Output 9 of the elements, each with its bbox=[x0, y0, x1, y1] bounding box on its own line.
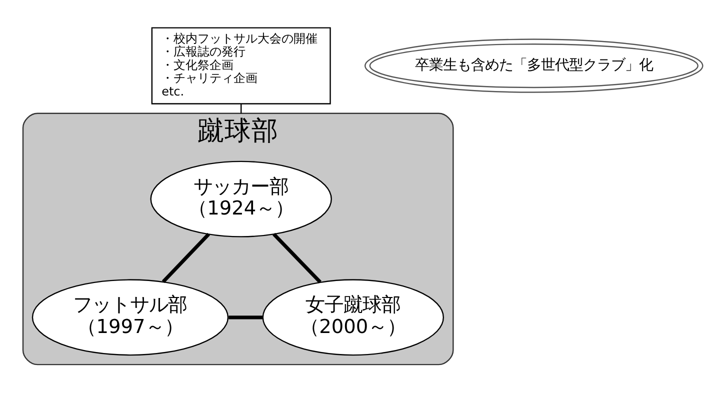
connector bbox=[240, 103, 242, 113]
node-ellipse: 女子蹴球部 （2000～） bbox=[262, 278, 444, 356]
node-ellipse: サッカー部 （1924～） bbox=[150, 160, 332, 237]
node-ellipse: 卒業生も含めた「多世代型クラブ」化 bbox=[364, 38, 704, 92]
connector bbox=[272, 232, 322, 283]
connector bbox=[228, 315, 263, 319]
node-ellipse: フットサル部 （1997～） bbox=[32, 278, 229, 356]
node-box: ・校内フットサル大会の開催 ・広報誌の発行 ・文化祭企画 ・チャリティ企画 etc. bbox=[151, 26, 331, 104]
connector bbox=[162, 232, 210, 282]
